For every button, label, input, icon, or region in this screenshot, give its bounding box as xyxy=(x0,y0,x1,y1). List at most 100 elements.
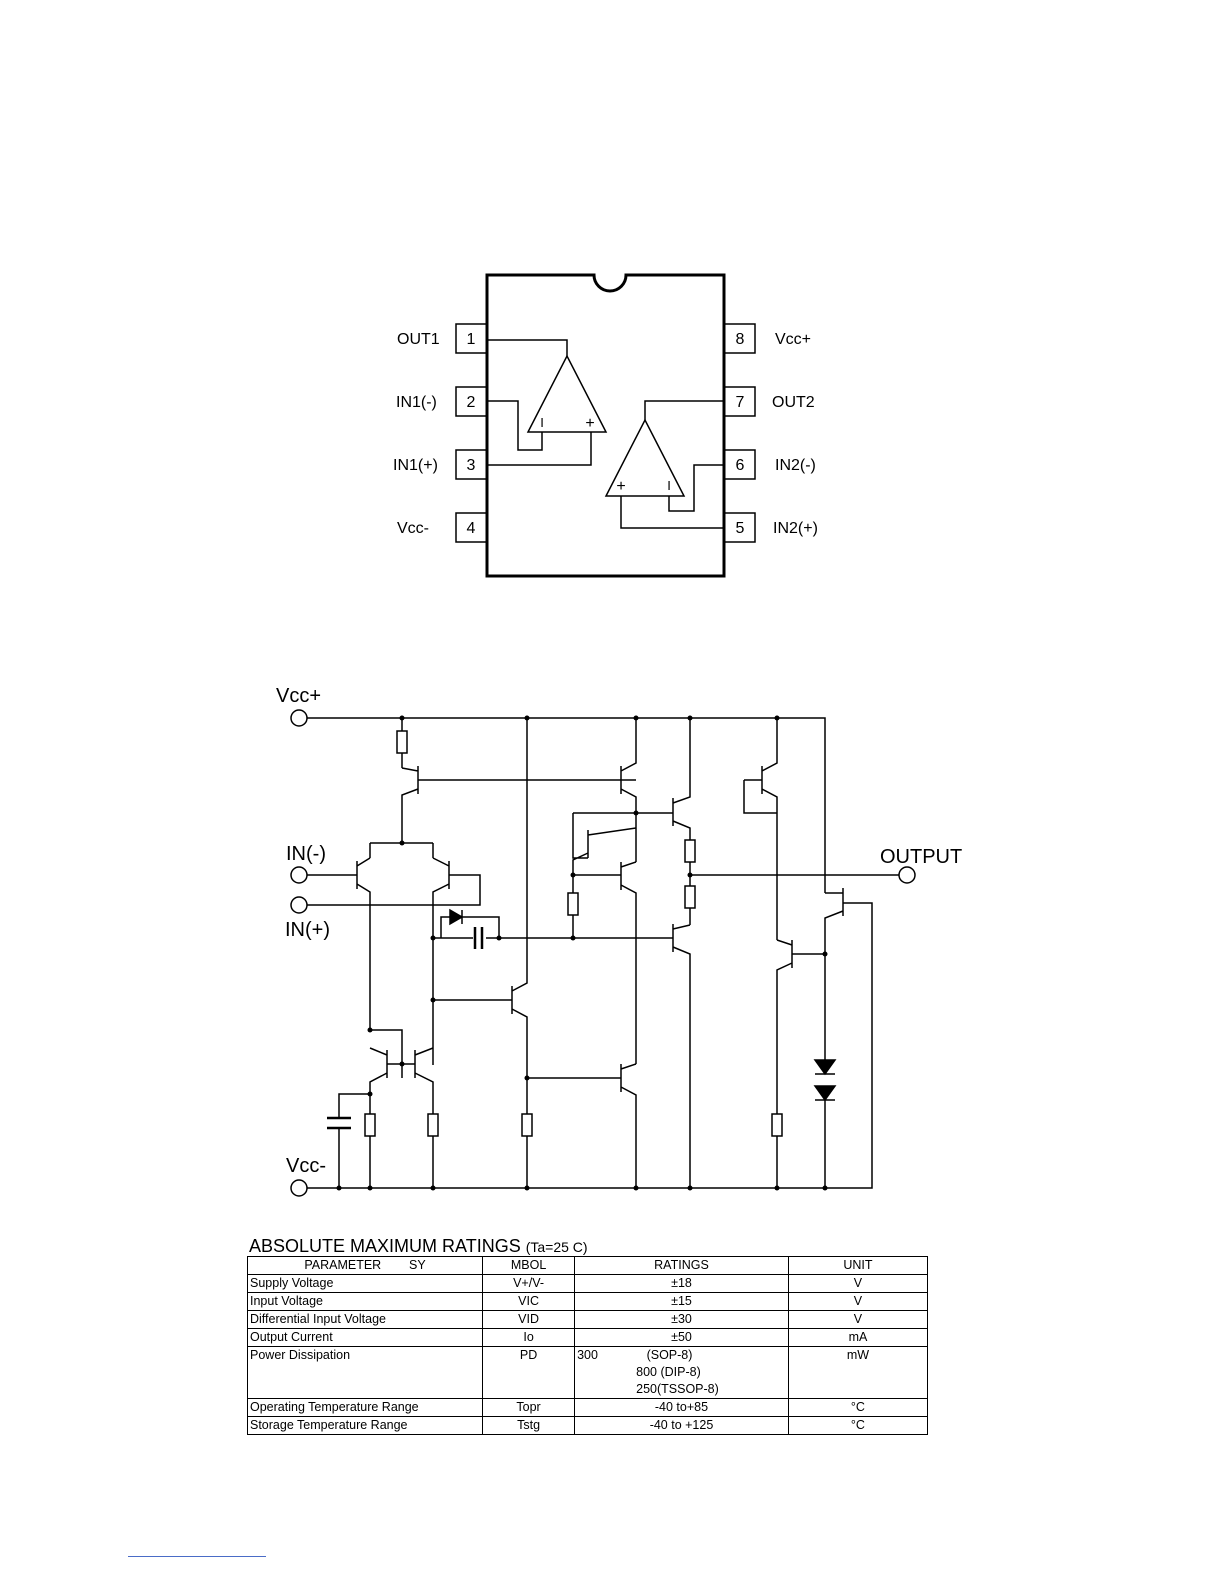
pinout-labels: 1 2 3 4 8 7 6 5 OUT1 IN1(-) IN1(+) Vcc- … xyxy=(393,331,818,537)
unit-cell: °C xyxy=(787,1416,929,1435)
param-cell: Input Voltage xyxy=(246,1292,484,1311)
pin-name-6: IN2(-) xyxy=(775,457,816,474)
pin-box-1 xyxy=(455,323,488,354)
unit-cell: °C xyxy=(787,1398,929,1417)
symbol-cell: PD xyxy=(482,1346,576,1399)
mirror-transistors xyxy=(369,1029,434,1114)
pin-number-7: 7 xyxy=(736,394,745,411)
unit-cell: V xyxy=(787,1292,929,1311)
symbol-cell: Io xyxy=(482,1328,576,1347)
ratings-title: ABSOLUTE MAXIMUM RATINGS (Ta=25 C) xyxy=(249,1236,588,1257)
resistor-mirror-right xyxy=(427,1113,439,1137)
opamp-2-symbol xyxy=(604,418,686,497)
mid-current-source xyxy=(620,718,637,862)
value-cell: ±30 xyxy=(574,1310,789,1329)
in-minus-terminal xyxy=(290,866,308,884)
opamp-2-minus-sign: I xyxy=(667,478,671,493)
symbol-cell: V+/V- xyxy=(482,1274,576,1293)
table-row: Differential Input Voltage VID ±30 V xyxy=(246,1310,929,1329)
output-transistor-upper xyxy=(636,718,691,840)
header-symbol: MBOL xyxy=(482,1256,576,1275)
pin-number-1: 1 xyxy=(467,331,476,348)
input-transistor-right xyxy=(307,857,481,1065)
resistor-mirror-left xyxy=(364,1113,376,1137)
resistor-out-2 xyxy=(684,885,696,909)
input-transistor-left xyxy=(307,857,371,1030)
output-label: OUTPUT xyxy=(880,846,962,868)
footer-link-underline[interactable] xyxy=(128,1556,266,1557)
opamp-1-minus-sign: I xyxy=(540,415,544,430)
resistor-vbe xyxy=(567,892,579,916)
opamp-1-symbol xyxy=(526,354,608,433)
table-row: Supply Voltage V+/V- ±18 V xyxy=(246,1274,929,1293)
diode-stack xyxy=(813,1059,837,1188)
ratings-title-text: ABSOLUTE MAXIMUM RATINGS xyxy=(249,1236,521,1256)
compensation-network xyxy=(433,916,673,939)
pin-name-4: Vcc- xyxy=(397,520,429,537)
pin-box-8 xyxy=(723,323,756,354)
pin-name-3: IN1(+) xyxy=(393,457,438,474)
junction-dots xyxy=(336,715,828,1191)
pin-number-4: 4 xyxy=(467,520,476,537)
pin-number-8: 8 xyxy=(736,331,745,348)
table-row: Output Current Io ±50 mA xyxy=(246,1328,929,1347)
pinout-diagram xyxy=(455,273,756,578)
unit-cell: mA xyxy=(787,1328,929,1347)
capacitor-1 xyxy=(473,927,484,949)
in-minus-label: IN(-) xyxy=(286,843,326,865)
header-ratings: RATINGS xyxy=(574,1256,789,1275)
header-parameter: PARAMETER SY xyxy=(246,1256,484,1275)
pin-number-2: 2 xyxy=(467,394,476,411)
in-plus-terminal xyxy=(290,896,308,914)
param-cell: Differential Input Voltage xyxy=(246,1310,484,1329)
param-cell: Supply Voltage xyxy=(246,1274,484,1293)
protection-transistor xyxy=(824,888,854,1060)
vcc-plus-rail xyxy=(307,717,826,893)
resistor-second-stage xyxy=(521,1113,533,1137)
pin-name-2: IN1(-) xyxy=(396,394,437,411)
right-driver-transistor xyxy=(776,939,825,1114)
param-cell: Power Dissipation xyxy=(246,1346,484,1399)
ic-package-body xyxy=(485,273,726,578)
resistor-right xyxy=(771,1113,783,1137)
pin-number-3: 3 xyxy=(467,457,476,474)
output-terminal xyxy=(898,866,916,884)
vcc-minus-label: Vcc- xyxy=(286,1155,326,1177)
in-plus-label: IN(+) xyxy=(285,919,330,941)
symbol-cell: VIC xyxy=(482,1292,576,1311)
value-cell: 300 (SOP-8) 800 (DIP-8) 250(TSSOP-8) xyxy=(574,1346,789,1399)
vcc-minus-terminal xyxy=(290,1179,308,1197)
unit-cell: mW xyxy=(787,1346,929,1399)
param-cell: Storage Temperature Range xyxy=(246,1416,484,1435)
opamp-1-wiring xyxy=(487,339,592,466)
opamp-2-plus-sign: + xyxy=(616,478,625,495)
mirror-bias-wire xyxy=(338,1093,370,1188)
pin-number-6: 6 xyxy=(736,457,745,474)
table-row: Storage Temperature Range Tstg -40 to +1… xyxy=(246,1416,929,1435)
value-cell: ±18 xyxy=(574,1274,789,1293)
param-cell: Operating Temperature Range xyxy=(246,1398,484,1417)
vcc-minus-rail xyxy=(307,902,873,1189)
symbol-cell: Tstg xyxy=(482,1416,576,1435)
bias-transistor xyxy=(401,766,636,843)
right-current-source xyxy=(743,718,778,940)
pin-name-8: Vcc+ xyxy=(775,331,811,348)
ratings-condition: (Ta=25 C) xyxy=(525,1239,588,1255)
unit-cell: V xyxy=(787,1310,929,1329)
pin-number-5: 5 xyxy=(736,520,745,537)
value-cell: -40 to+85 xyxy=(574,1398,789,1417)
vbe-multiplier xyxy=(572,812,637,938)
diode-1 xyxy=(449,908,464,926)
equivalent-circuit xyxy=(290,709,916,1197)
symbol-cell: VID xyxy=(482,1310,576,1329)
second-stage-transistor xyxy=(433,718,621,1114)
capacitor-2 xyxy=(327,1116,351,1130)
mid-transistor-a xyxy=(573,861,637,1064)
pin-box-4 xyxy=(455,512,488,543)
pin-name-5: IN2(+) xyxy=(773,520,818,537)
symbol-cell: Topr xyxy=(482,1398,576,1417)
opamp-1-plus-sign: + xyxy=(585,415,594,432)
bias-resistor xyxy=(396,730,408,754)
vcc-plus-label: Vcc+ xyxy=(276,685,321,707)
